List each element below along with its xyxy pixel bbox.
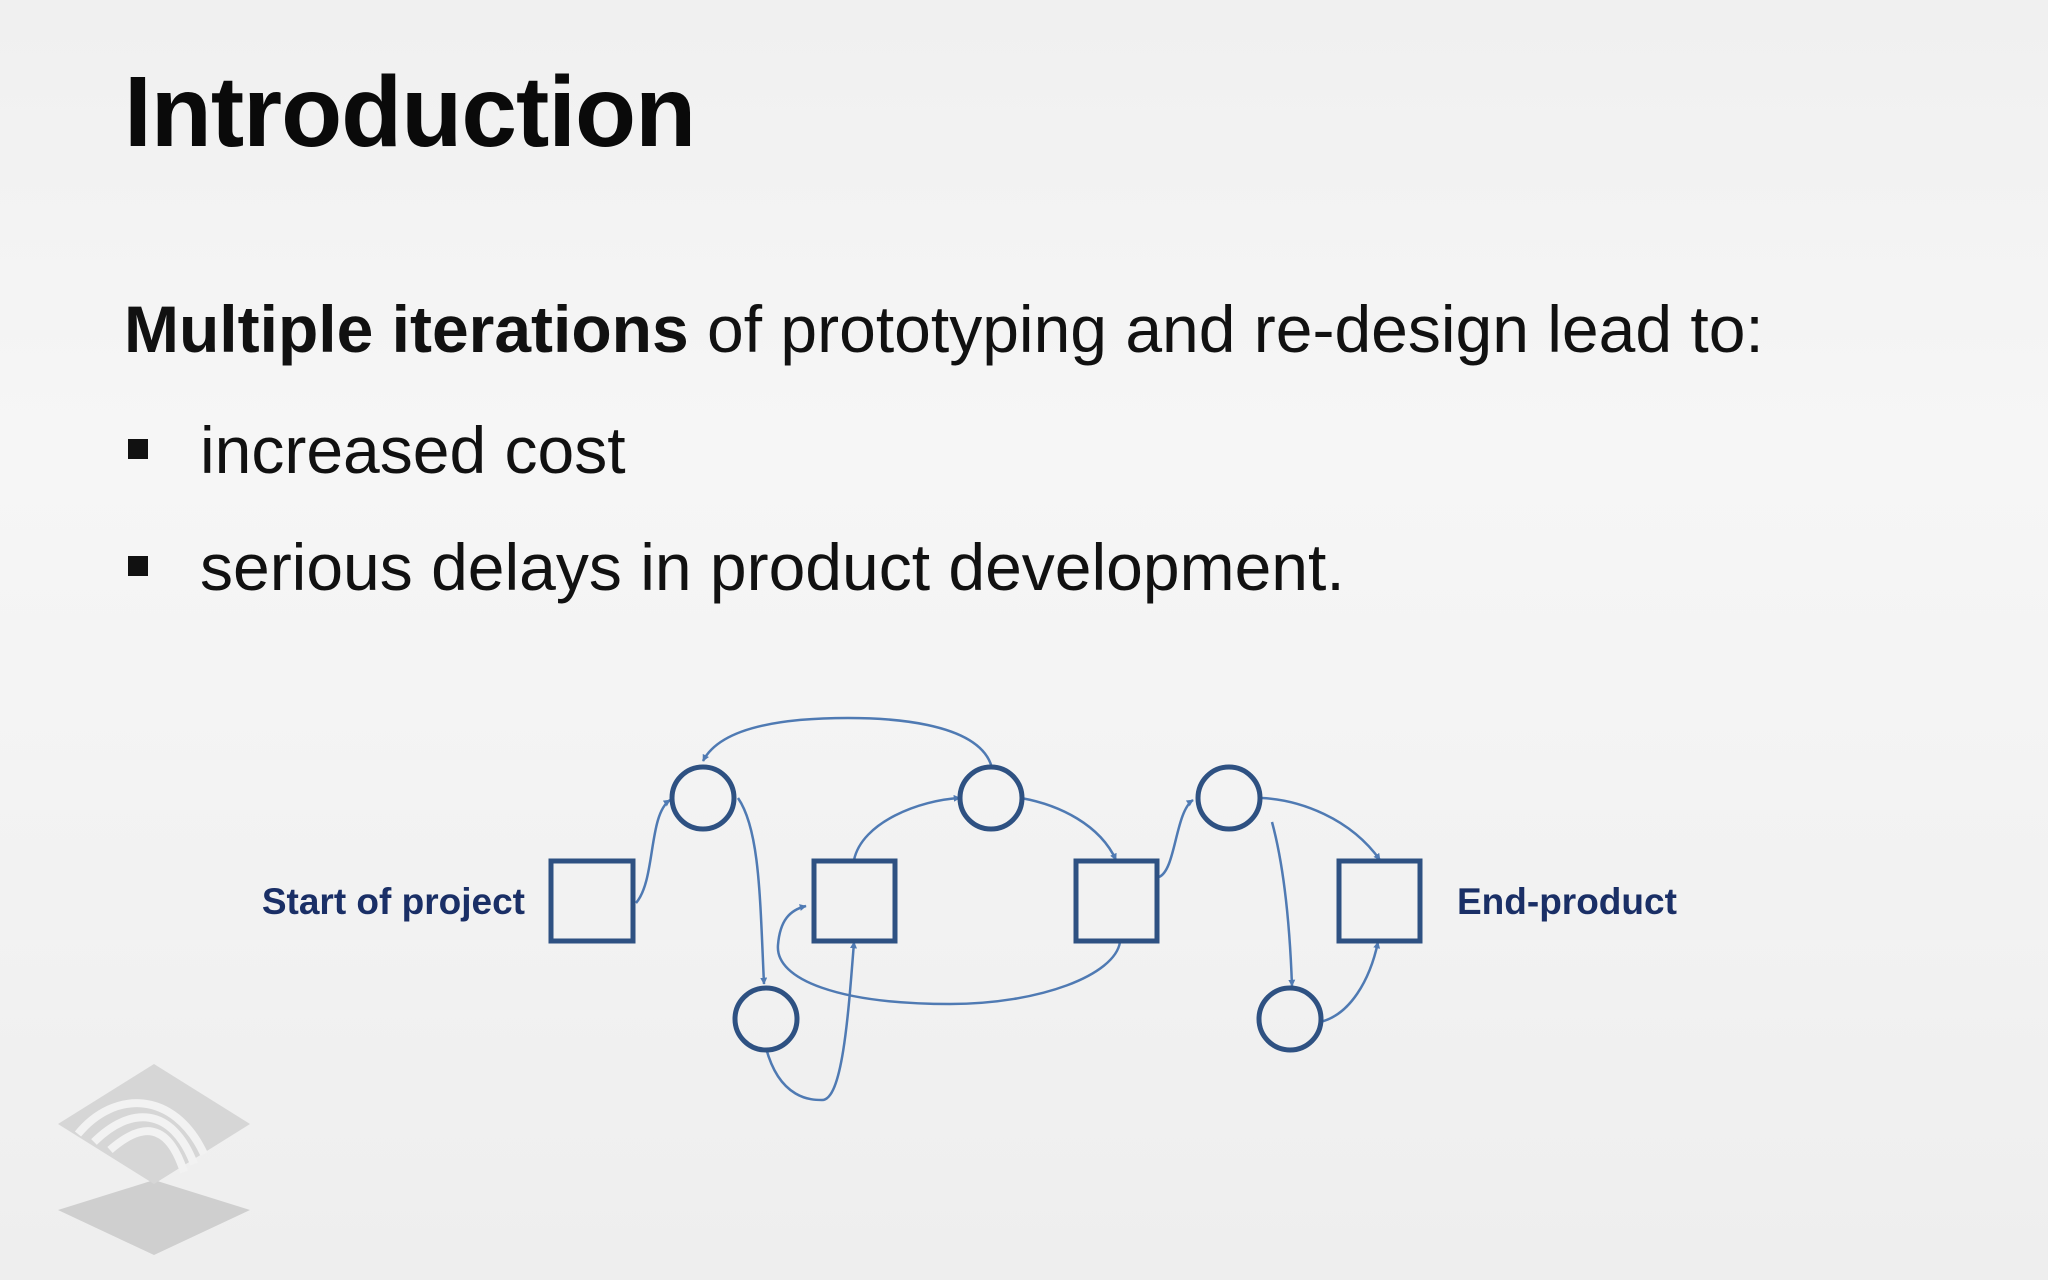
arrow-circle2-to-square3: [1020, 796, 1118, 861]
arrow-circle3-to-square2: [764, 941, 858, 1102]
bullet-text: increased cost: [200, 413, 626, 487]
arrow-circle5-to-square4: [1319, 941, 1381, 1024]
lead-text: Multiple iterations of prototyping and r…: [124, 290, 1764, 369]
arrow-circle4-to-square4: [1261, 796, 1382, 861]
diagram-nodes: [548, 764, 1423, 1053]
bullet-text: serious delays in product development.: [200, 530, 1345, 604]
end-product-label: End-product: [1457, 881, 1677, 922]
square-node-2: [811, 858, 898, 944]
arrow-circle2-to-circle1: [701, 716, 994, 769]
connector-arrows: [635, 716, 1382, 1102]
circle-node-5: [1256, 985, 1324, 1053]
lead-emphasis: Multiple iterations: [124, 292, 689, 366]
arrow-square1-to-circle1: [635, 798, 671, 904]
arrow-square3-to-square2-loop: [776, 904, 1122, 1006]
start-of-project-label: Start of project: [262, 881, 525, 922]
arrow-circle4-to-circle5: [1270, 821, 1296, 987]
arrow-square2-to-circle2: [852, 794, 961, 861]
circle-node-2: [957, 764, 1025, 832]
arrow-circle1-to-circle3: [736, 797, 768, 985]
circle-node-1: [669, 764, 737, 832]
lead-rest: of prototyping and re-design lead to:: [688, 292, 1764, 366]
slide-title: Introduction: [124, 56, 696, 168]
end-square-node: [1336, 858, 1423, 944]
layers-logo-icon: [58, 1064, 250, 1255]
start-square-node: [548, 858, 636, 944]
bullet-square-icon: [128, 439, 148, 459]
bullet-square-icon: [128, 556, 148, 576]
circle-node-4: [1195, 764, 1263, 832]
circle-node-3: [732, 985, 800, 1053]
square-node-3: [1073, 858, 1160, 944]
arrow-square3-to-circle4: [1158, 798, 1194, 879]
